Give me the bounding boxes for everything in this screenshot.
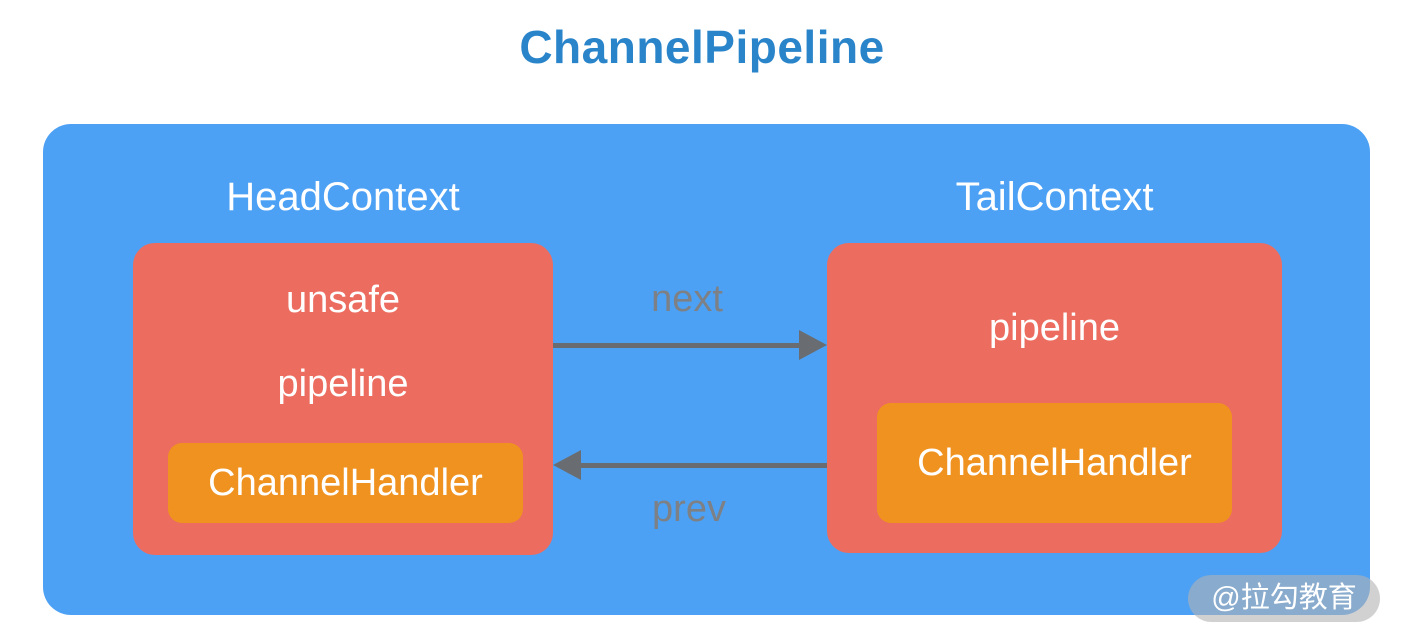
- tail-field-pipeline: pipeline: [989, 307, 1120, 349]
- next-arrow: [553, 330, 827, 360]
- head-field-unsafe: unsafe: [285, 279, 401, 321]
- prev-arrow: [553, 450, 827, 480]
- tail-channelhandler-box: ChannelHandler: [877, 403, 1232, 523]
- next-arrow-label: next: [651, 278, 723, 320]
- next-arrowhead-icon: [799, 330, 827, 360]
- watermark-badge: @拉勾教育: [1188, 575, 1380, 622]
- head-context-label: HeadContext: [226, 175, 460, 219]
- head-context-box: unsafe pipeline ChannelHandler: [133, 243, 553, 555]
- prev-arrow-label: prev: [652, 488, 726, 530]
- diagram-title: ChannelPipeline: [519, 21, 885, 73]
- prev-arrow-line: [580, 463, 827, 468]
- prev-arrowhead-icon: [553, 450, 581, 480]
- head-channelhandler-box: ChannelHandler: [168, 443, 523, 523]
- tail-context-label: TailContext: [955, 175, 1154, 219]
- tail-context-box: pipeline ChannelHandler: [827, 243, 1282, 553]
- channelpipeline-container: HeadContext unsafe pipeline ChannelHandl…: [43, 124, 1370, 615]
- next-arrow-line: [553, 343, 800, 348]
- head-field-pipeline: pipeline: [277, 363, 409, 405]
